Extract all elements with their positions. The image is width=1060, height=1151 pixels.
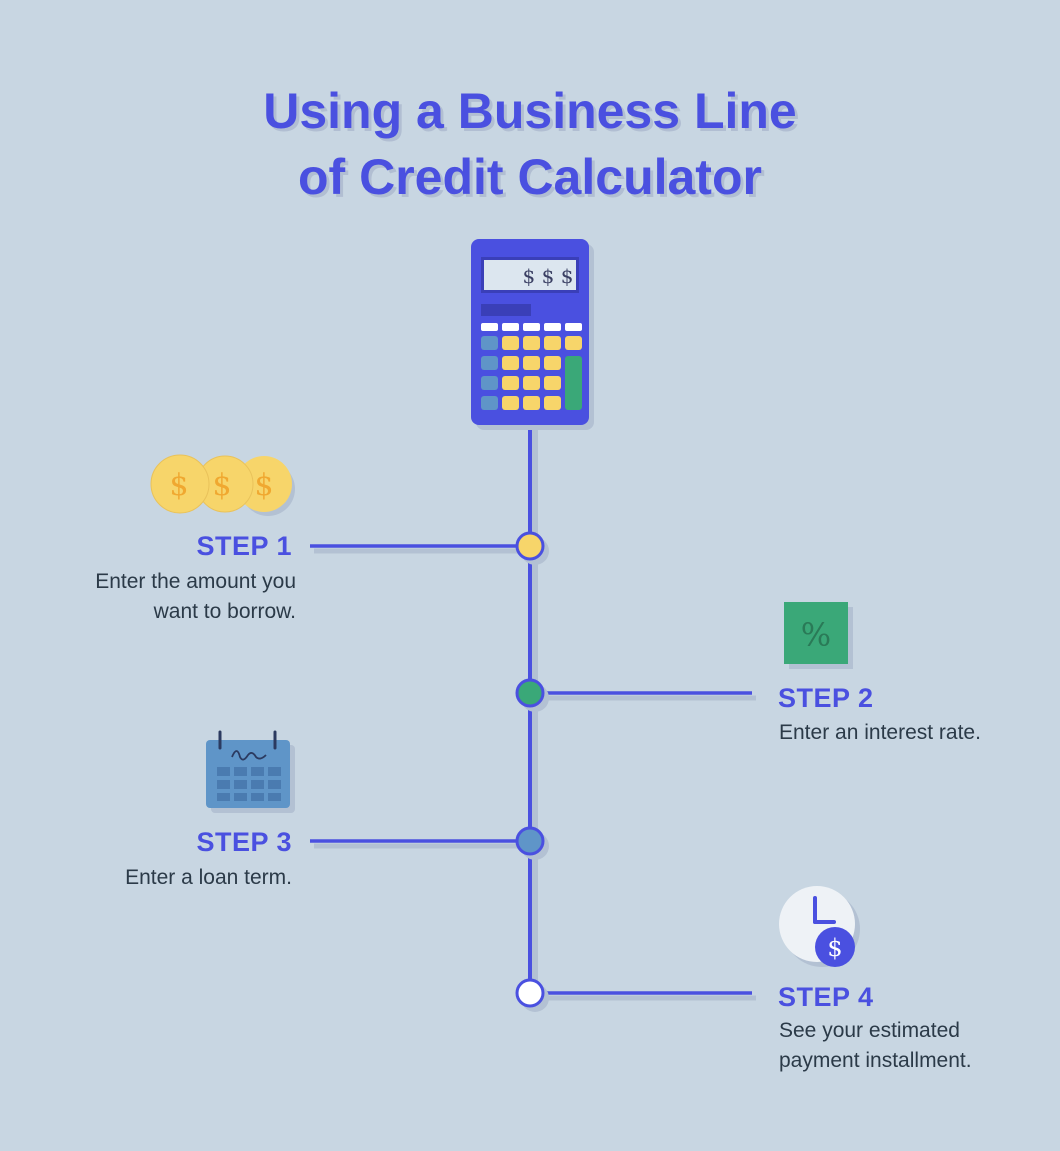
step2-description: Enter an interest rate. (779, 718, 1049, 748)
clock-dollar-symbol: $ (827, 934, 842, 962)
step4-desc-line2: payment installment. (779, 1049, 972, 1072)
step4-description: See your estimated payment installment. (779, 1016, 1049, 1076)
step3-description: Enter a loan term. (0, 863, 292, 893)
step3-node (515, 826, 545, 856)
calculator-icon: $ $ $ (471, 239, 594, 430)
step1-desc-line2: want to borrow. (153, 600, 296, 623)
step1-desc-line1: Enter the amount you (95, 570, 296, 593)
step3-label: STEP 3 (196, 827, 292, 857)
coin-dollar-2: $ (212, 468, 231, 503)
coin-dollar-1: $ (169, 468, 188, 503)
calendar-icon (206, 730, 295, 813)
calculator-display: $ $ $ (523, 264, 574, 288)
title-line-2: of Credit Calculator (298, 149, 762, 205)
coins-icon: $ $ $ (150, 454, 295, 516)
coin-dollar-3: $ (254, 468, 273, 503)
step2-node (515, 678, 545, 708)
step4-node (515, 978, 545, 1008)
step1-description: Enter the amount you want to borrow. (0, 567, 296, 627)
percent-icon: % (784, 602, 853, 669)
percent-symbol: % (801, 616, 831, 654)
step4-desc-line1: See your estimated (779, 1019, 960, 1042)
title-line-1: Using a Business Line (263, 83, 797, 139)
clock-dollar-icon: $ (779, 886, 860, 967)
step4-label: STEP 4 (778, 982, 874, 1012)
step3-desc-line1: Enter a loan term. (125, 866, 292, 889)
step2-desc-line1: Enter an interest rate. (779, 721, 981, 744)
page-title: Using a Business Line of Credit Calculat… (0, 78, 1060, 210)
step2-label: STEP 2 (778, 683, 874, 713)
step1-node (515, 531, 545, 561)
step1-label: STEP 1 (196, 531, 292, 561)
